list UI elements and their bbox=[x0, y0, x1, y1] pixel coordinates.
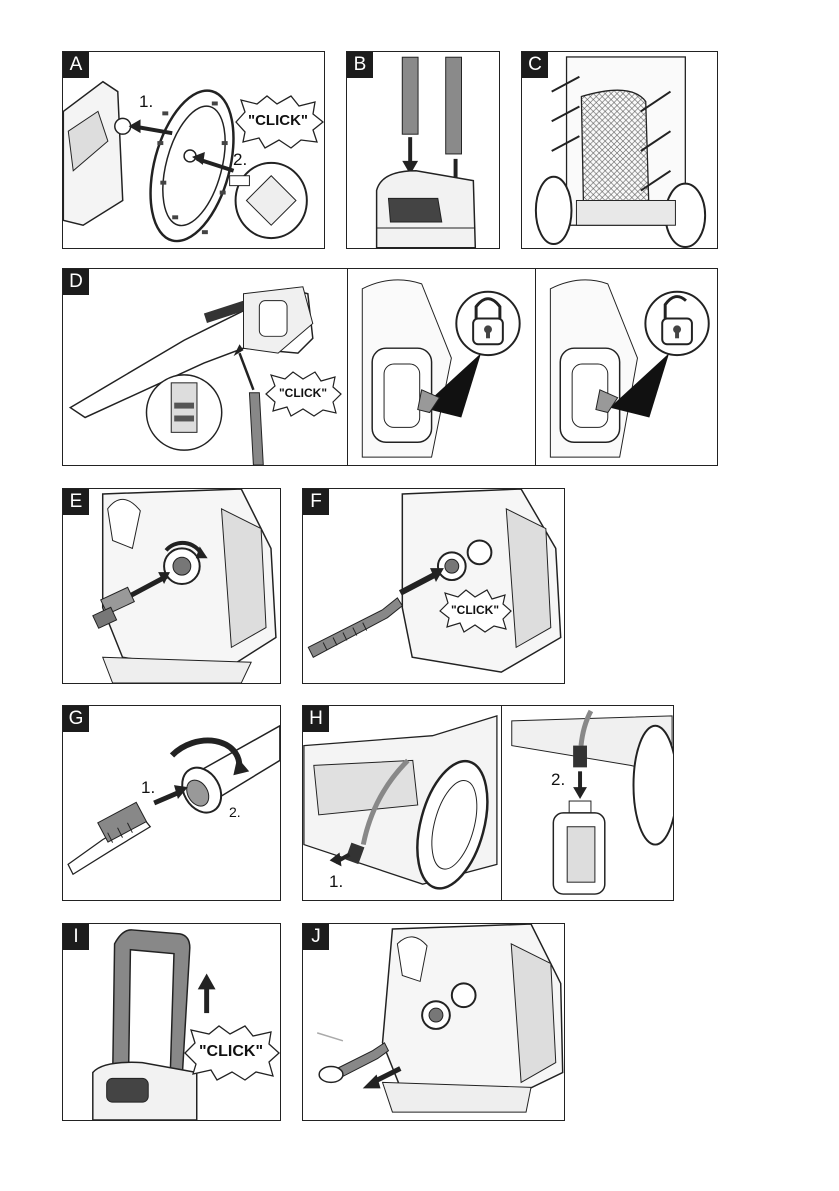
click-callout: "CLICK" bbox=[437, 589, 513, 633]
hose-click-illustration bbox=[303, 489, 564, 683]
panel-letter: D bbox=[63, 269, 89, 295]
panel-letter: I bbox=[63, 924, 89, 950]
panel-d: D "CLICK" bbox=[62, 268, 718, 466]
panel-letter: G bbox=[63, 706, 89, 732]
click-text: "CLICK" bbox=[181, 1043, 281, 1061]
hose-disconnect-illustration bbox=[303, 924, 564, 1120]
click-callout: "CLICK" bbox=[181, 1024, 281, 1082]
lance-connect-illustration bbox=[63, 706, 280, 900]
sub-panel-divider bbox=[347, 269, 348, 465]
panel-letter: J bbox=[303, 924, 329, 950]
click-text: "CLICK" bbox=[231, 112, 325, 129]
spray-gun-lock-illustration bbox=[63, 269, 717, 465]
click-callout: "CLICK" bbox=[231, 94, 325, 150]
step-2-label: 2. bbox=[233, 150, 247, 170]
panel-h: H 1. 2. bbox=[302, 705, 674, 901]
accessory-net-illustration bbox=[522, 52, 717, 248]
panel-c: C bbox=[521, 51, 718, 249]
step-1-label: 1. bbox=[329, 872, 343, 892]
click-callout: "CLICK" bbox=[263, 371, 343, 417]
panel-e: E bbox=[62, 488, 281, 684]
panel-letter: H bbox=[303, 706, 329, 732]
panel-f: F "CLICK" bbox=[302, 488, 565, 684]
panel-b: B bbox=[346, 51, 500, 249]
step-1-label: 1. bbox=[141, 778, 155, 798]
detergent-hose-illustration bbox=[303, 706, 673, 900]
panel-letter: B bbox=[347, 52, 373, 78]
panel-letter: C bbox=[522, 52, 548, 78]
handle-insert-illustration bbox=[347, 52, 499, 248]
sub-panel-divider bbox=[535, 269, 536, 465]
panel-j: J bbox=[302, 923, 565, 1121]
panel-letter: E bbox=[63, 489, 89, 515]
panel-letter: A bbox=[63, 52, 89, 78]
hose-connect-illustration bbox=[63, 489, 280, 683]
step-2-label: 2. bbox=[229, 804, 241, 820]
panel-letter: F bbox=[303, 489, 329, 515]
step-2-label: 2. bbox=[551, 770, 565, 790]
sub-panel-divider bbox=[501, 706, 502, 900]
panel-g: G 1. 2. bbox=[62, 705, 281, 901]
step-1-label: 1. bbox=[139, 92, 153, 112]
click-text: "CLICK" bbox=[437, 603, 513, 617]
click-text: "CLICK" bbox=[263, 386, 343, 400]
panel-a: A 1. 2. "CLICK" bbox=[62, 51, 325, 249]
panel-i: I "CLICK" bbox=[62, 923, 281, 1121]
wheel-assembly-illustration bbox=[63, 52, 324, 248]
handle-extend-illustration bbox=[63, 924, 280, 1120]
